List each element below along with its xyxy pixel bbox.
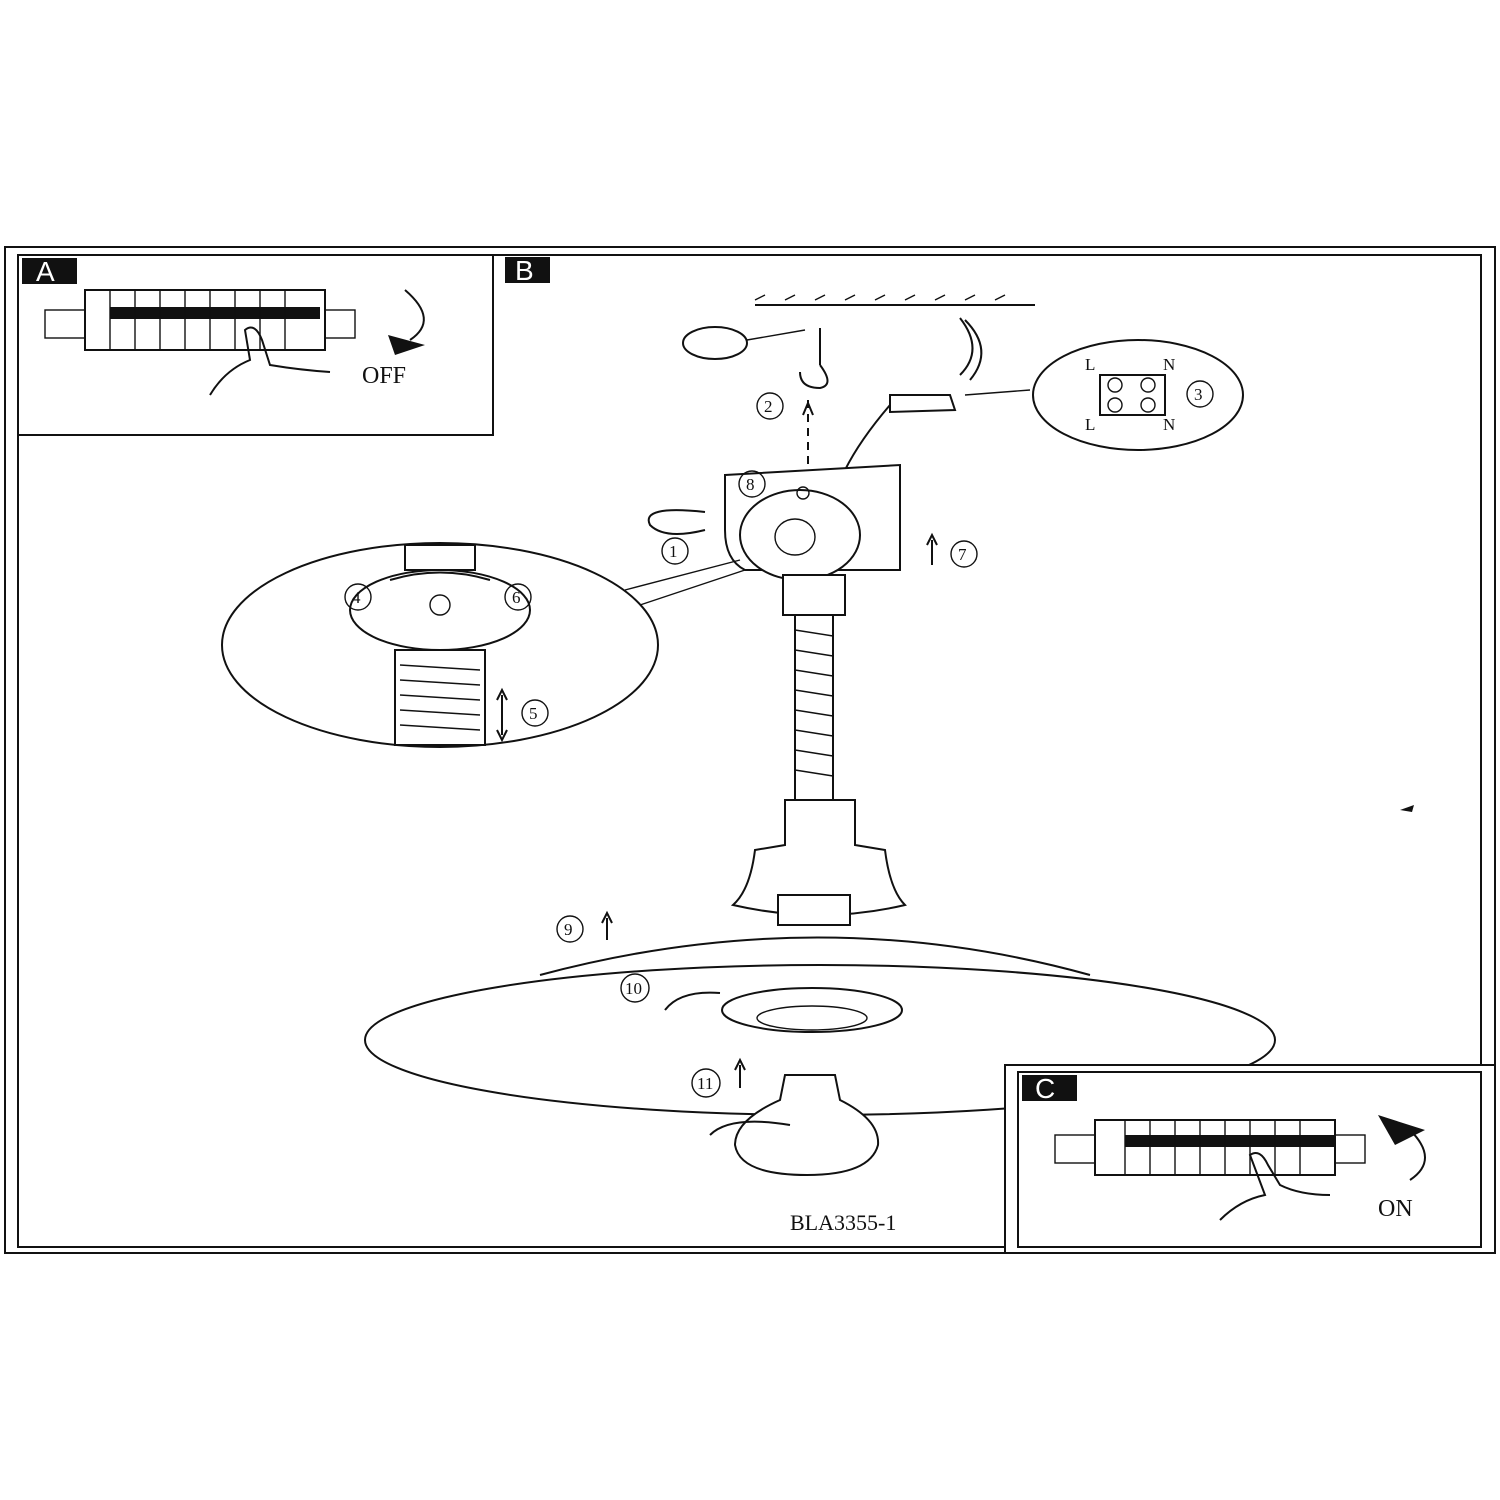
circuit-breaker-icon [1054,1119,1366,1176]
live-label-top: L [1085,355,1095,374]
hand-icon [209,326,331,396]
step-7: 7 [958,545,967,564]
terminal-detail: L N L N 3 [1032,339,1244,451]
wall-plug-icon [682,326,748,360]
up-down-arrow-icon [496,687,508,743]
neutral-label-top: N [1163,355,1175,374]
step-11: 11 [697,1074,713,1093]
panel-c: C ON [1004,1064,1496,1254]
step-4: 4 [352,588,361,607]
live-label-bottom: L [1085,415,1095,434]
switch-on-label: ON [1378,1196,1413,1222]
spiral-cord [794,614,834,801]
terminal-block [889,394,957,414]
step-6: 6 [512,588,521,607]
step-1: 1 [669,542,678,561]
switch-off-label: OFF [362,363,406,389]
panel-c-label: C [1035,1073,1055,1104]
hand-icon [1219,1152,1331,1221]
shade-ring [721,987,903,1033]
cord-lock-detail: 4 6 5 [221,542,746,748]
step-9: 9 [564,920,573,939]
model-code: BLA3355-1 [790,1210,896,1235]
panel-b-frame [17,254,1482,1248]
rotate-arrow-icon [647,509,706,535]
step-3: 3 [1194,385,1203,404]
panel-a: A OFF [17,254,494,436]
ceiling-hook-icon [799,364,829,390]
panel-b-label: B [515,255,534,286]
light-bulb [733,1074,880,1177]
neutral-label-bottom: N [1163,415,1175,434]
circuit-breaker-icon [44,289,356,351]
rotate-arrow-icon [709,1120,791,1136]
arrow-up-icon [601,910,613,940]
step-8: 8 [746,475,755,494]
step-2: 2 [764,397,773,416]
step-5: 5 [529,704,538,723]
arrow-up-icon [1378,1115,1425,1145]
shade-top [539,936,1091,976]
arrow-up-icon [802,400,814,416]
outer-frame [4,246,1496,1254]
step-10: 10 [625,979,642,998]
arrow-up-icon [734,1057,746,1088]
arrow-down-icon [388,335,425,355]
arrow-up-icon [926,532,938,565]
panel-a-label: A [36,256,55,287]
rotate-arrow-icon [664,991,721,1011]
